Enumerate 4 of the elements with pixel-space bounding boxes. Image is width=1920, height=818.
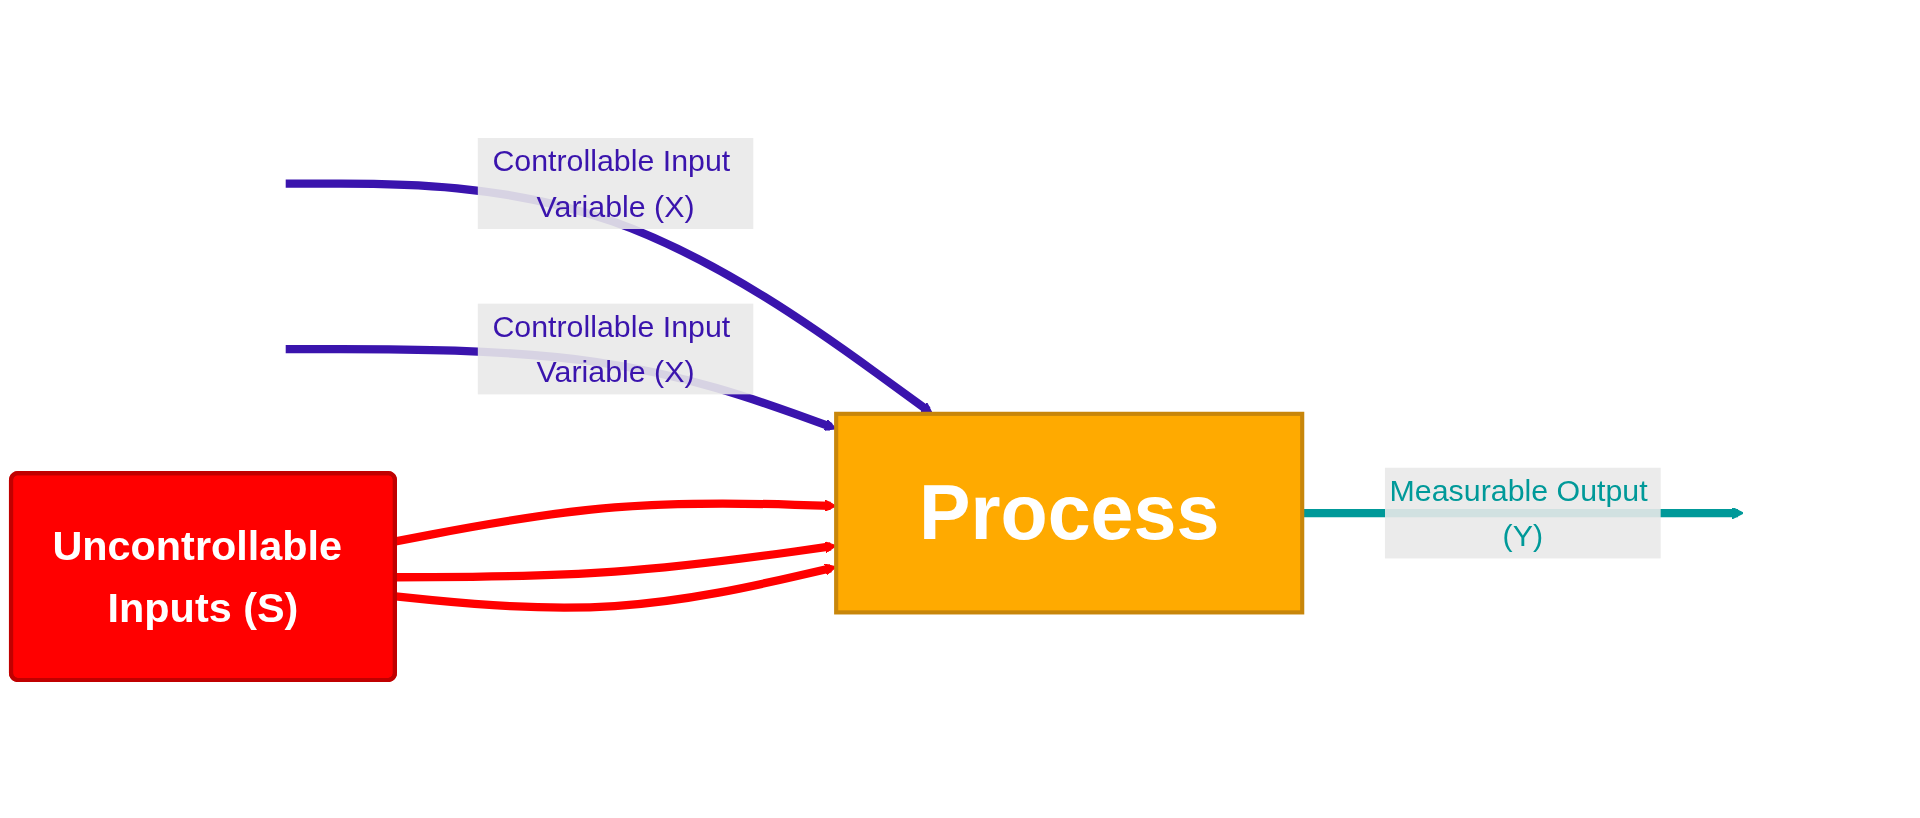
edge-label: Controllable Input Variable (X) xyxy=(492,143,731,224)
node-box: Process xyxy=(834,411,1305,615)
edge-label: Measurable Output (Y) xyxy=(1389,473,1648,554)
edge-label: Controllable Input Variable (X) xyxy=(492,309,731,389)
